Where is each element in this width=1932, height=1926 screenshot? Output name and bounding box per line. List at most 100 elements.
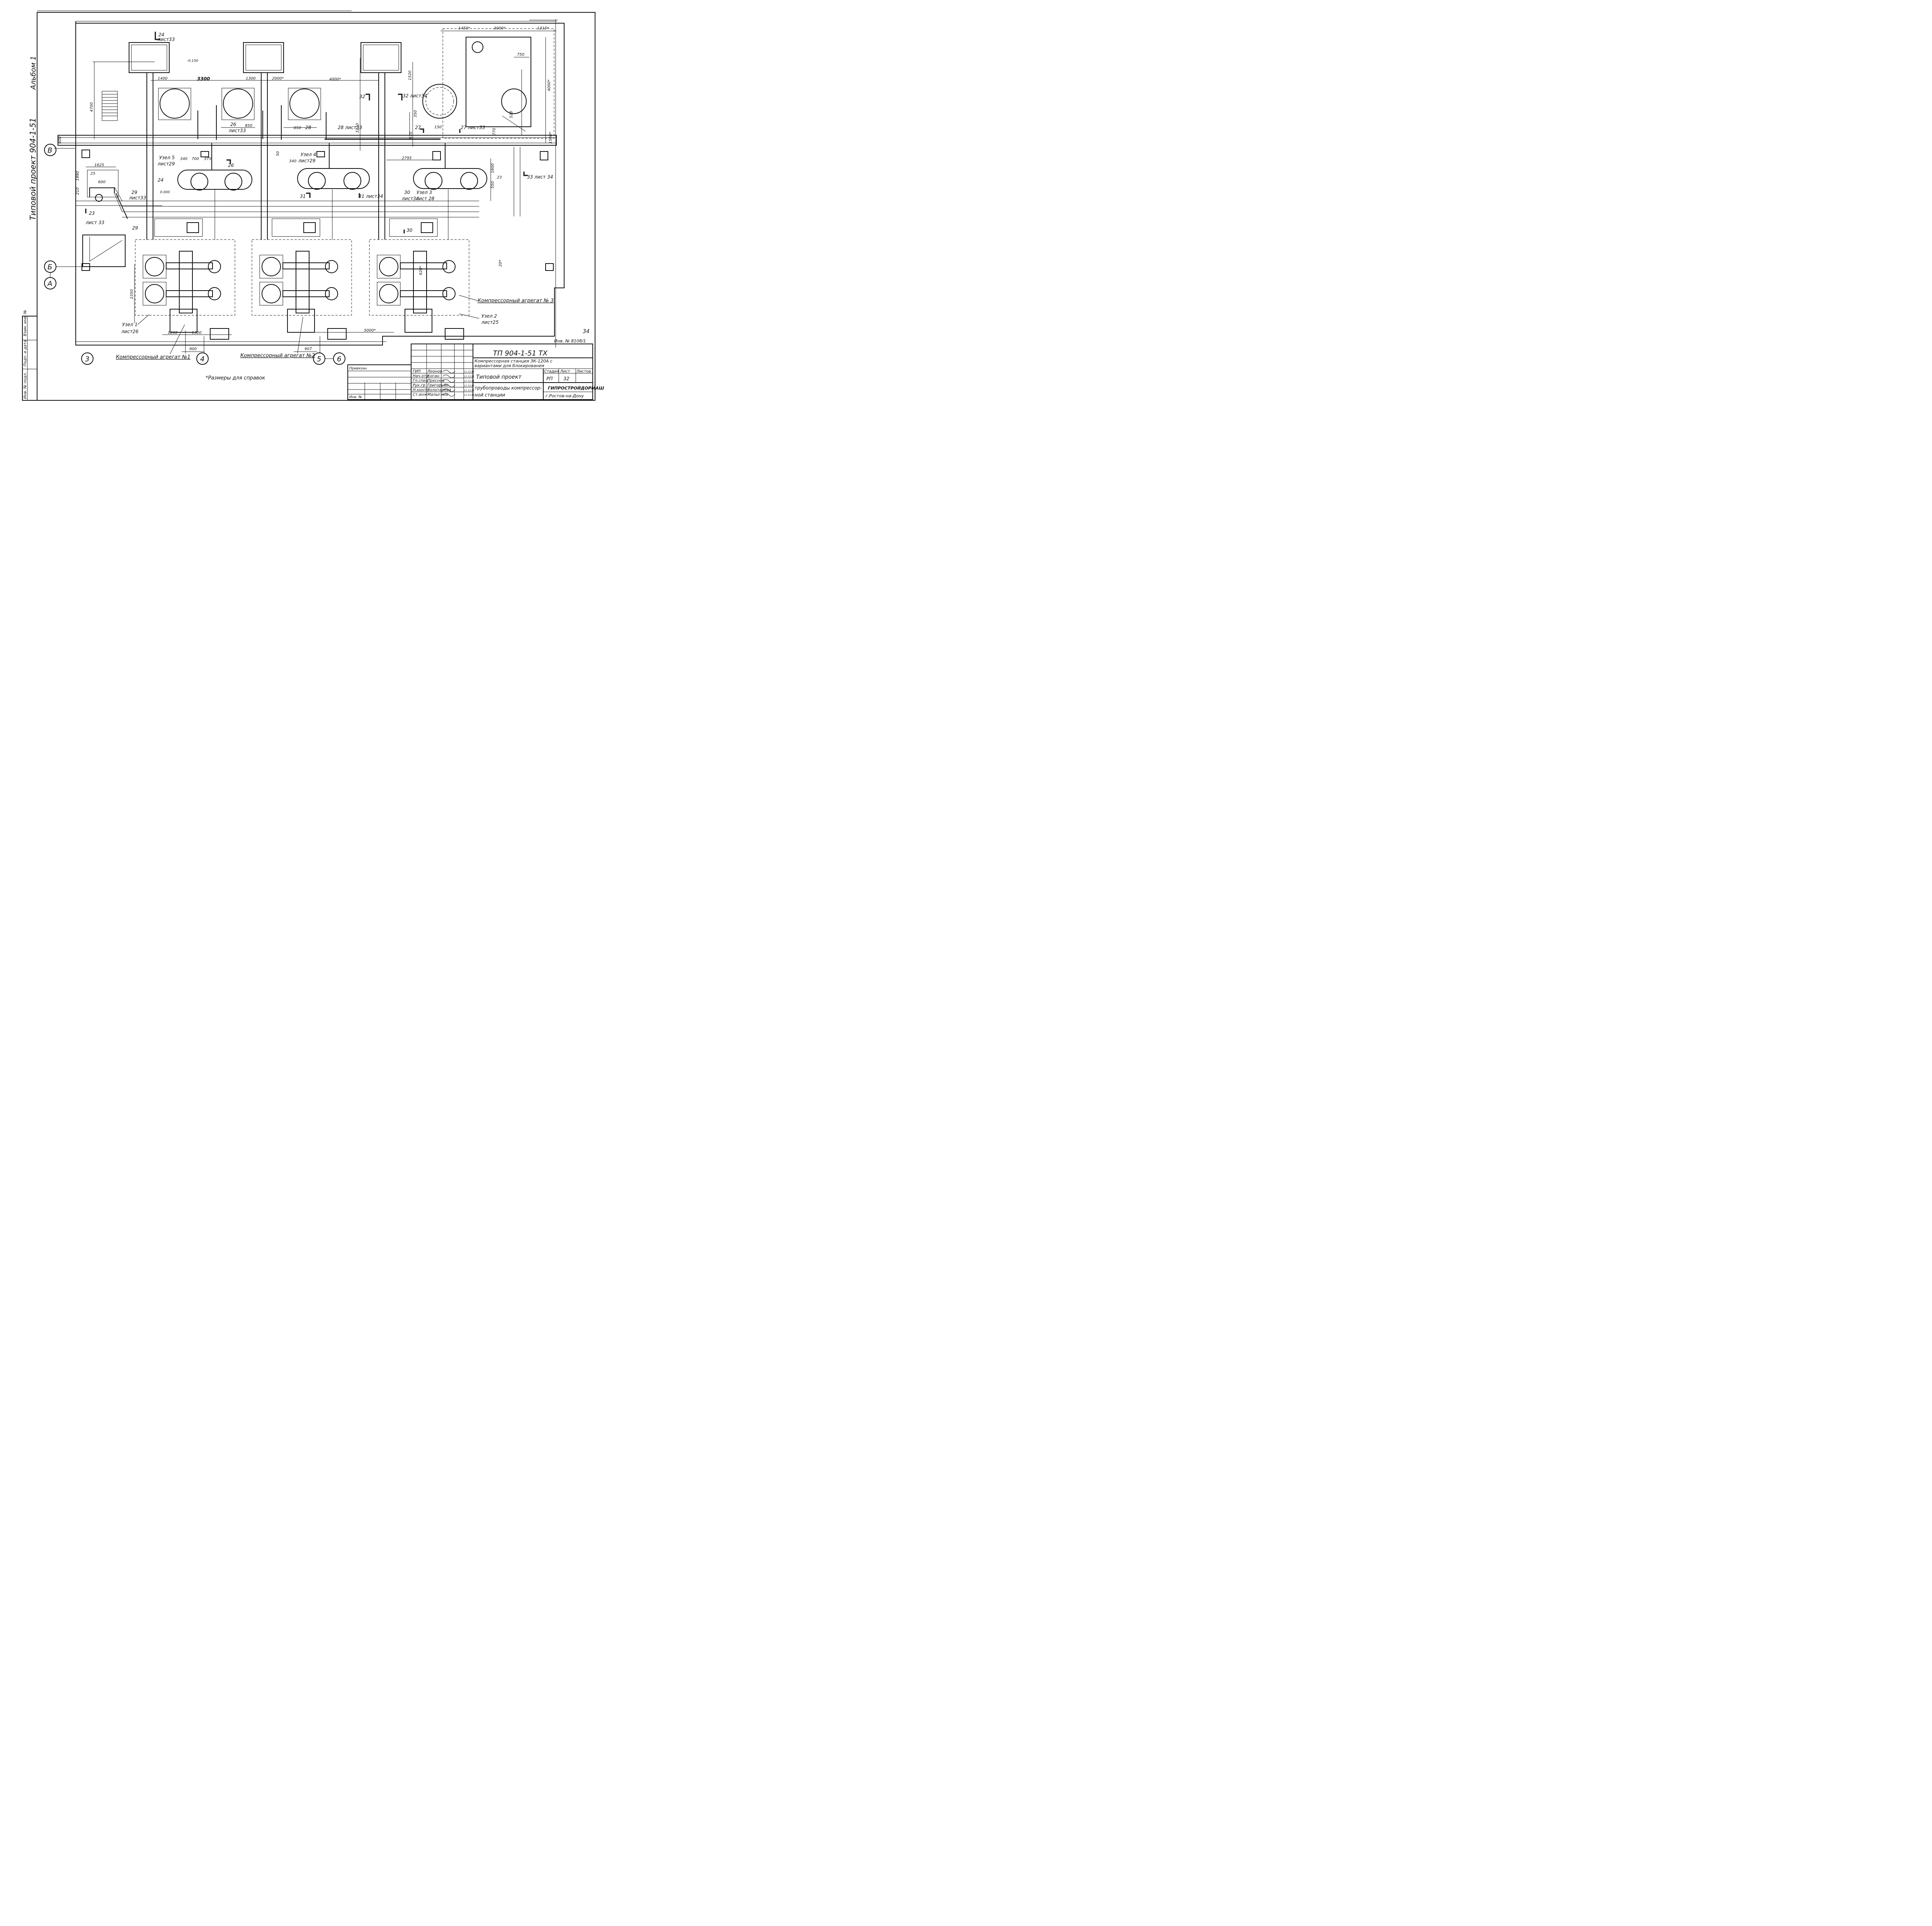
inventory-number: Инв. № 8108/1 [554,339,586,344]
svg-text:лист33: лист33 [228,128,246,133]
svg-text:1300: 1300 [246,77,255,81]
stamp-c2: Подп. и дата [23,340,27,366]
svg-text:850: 850 [245,124,252,128]
svg-text:1400: 1400 [158,77,167,81]
svg-text:50: 50 [276,151,280,156]
svg-text:Узел 2: Узел 2 [481,313,497,319]
svg-text:11.12.81: 11.12.81 [464,371,474,373]
svg-text:лист 33: лист 33 [85,220,104,225]
svg-text:Малыгина: Малыгина [427,393,448,397]
svg-text:27 лист33: 27 лист33 [461,125,485,130]
svg-text:26: 26 [230,122,236,127]
typical-label: Типовой проект [476,374,522,380]
org-name: ГИПРОСТРОЙДОРМАШ [548,386,604,391]
svg-text:520: 520 [509,111,514,118]
svg-text:23: 23 [497,175,502,180]
doc-code: ТП 904-1-51 ТХ [493,349,548,357]
svg-text:210: 210 [76,187,80,195]
svg-text:4700: 4700 [90,102,94,112]
axis-6: 6 [337,355,341,363]
svg-text:Григорьян: Григорьян [427,383,449,388]
dimension-lines [76,31,556,354]
svg-text:Узел 3: Узел 3 [417,190,432,195]
svg-text:3000*: 3000* [494,26,505,31]
svg-text:3300: 3300 [197,76,210,82]
svg-text:лист33: лист33 [157,37,175,42]
svg-text:28: 28 [305,125,311,130]
sheet-title-1: трубопроводы компрессор- [474,385,542,391]
svg-text:1315*: 1315* [537,26,549,31]
svg-text:20*: 20* [498,260,503,267]
svg-text:Привязан: Привязан [349,367,367,371]
svg-text:5000*: 5000* [364,328,376,333]
svg-text:23: 23 [89,211,95,216]
svg-text:29: 29 [132,225,138,231]
drawing: Взам. инв. № Подп. и дата Инв. № подл. А… [22,10,604,401]
svg-text:лист29: лист29 [157,161,175,167]
node-texts: Узел 5 лист29 Узел 4 лист29 Узел 3 лист … [121,152,498,334]
svg-text:Инв. №: Инв. № [349,395,362,399]
svg-text:Листов: Листов [576,369,591,374]
doc-desc-1: Компрессорная станция ЗК-120А с [474,359,553,364]
svg-text:Лист: Лист [560,369,571,374]
svg-text:1520: 1520 [408,71,412,80]
svg-text:лист26: лист26 [121,329,139,334]
svg-text:1500*: 1500* [549,132,553,144]
svg-text:Гл.спец: Гл.спец [413,379,428,383]
project-label: Типовой проект 904-1-51 [28,118,37,220]
svg-text:лист25: лист25 [481,320,498,325]
sheet-number: 34 [583,328,590,335]
svg-text:11.12.81: 11.12.81 [464,375,474,378]
svg-text:Узел 1: Узел 1 [122,322,138,327]
svg-text:30: 30 [404,190,410,195]
svg-text:900: 900 [189,347,197,351]
svg-text:1300: 1300 [192,331,201,335]
section-marks [85,32,528,233]
doc-desc-2: вариантами для блокирования [474,363,544,368]
svg-text:1625: 1625 [94,163,104,167]
svg-text:лист29: лист29 [298,158,315,163]
svg-text:РП: РП [546,376,553,381]
svg-text:150: 150 [434,125,442,129]
svg-text:4000*: 4000* [329,77,341,82]
svg-text:350: 350 [413,110,418,117]
sheet-title-2: ной станции [474,392,505,398]
svg-text:Нач.отд: Нач.отд [413,374,429,378]
side-stamp: Взам. инв. № Подп. и дата Инв. № подл. [22,310,37,401]
svg-text:24: 24 [158,32,164,37]
svg-text:32: 32 [359,94,365,99]
svg-text:Узел 4: Узел 4 [301,152,316,157]
svg-text:1200: 1200 [168,331,177,335]
axis-5: 5 [317,355,321,363]
axis-4: 4 [200,355,204,363]
svg-text:0.000: 0.000 [160,191,170,194]
svg-text:33 лист 34: 33 лист 34 [527,174,553,180]
svg-text:Рук.гр: Рук.гр [413,383,425,388]
dimension-texts: 1450* 3000* 1315* 750 4000* 520 1500* 15… [58,26,553,351]
svg-text:750: 750 [517,53,524,57]
svg-text:Компрессорный агрегат №2: Компрессорный агрегат №2 [240,353,315,359]
svg-text:400: 400 [58,136,62,144]
svg-text:30: 30 [406,228,413,233]
svg-text:850: 850 [294,126,301,130]
svg-text:Компрессорный агрегат № 3: Компрессорный агрегат № 3 [478,298,554,304]
title-block: ТП 904-1-51 ТХ Компрессорная станция ЗК-… [347,344,604,400]
svg-text:1990: 1990 [76,171,80,181]
svg-text:32: 32 [563,376,569,381]
svg-text:25: 25 [90,172,95,176]
svg-text:770: 770 [492,128,497,135]
svg-text:Н.контр: Н.контр [413,388,429,392]
svg-text:Стадия: Стадия [544,369,559,374]
svg-text:26: 26 [228,163,234,168]
svg-text:700: 700 [192,157,199,161]
compressor-group-1 [129,42,255,340]
svg-text:2000*: 2000* [272,77,284,81]
svg-text:31 лист34: 31 лист34 [359,194,383,199]
svg-text:11.12.81: 11.12.81 [464,389,474,392]
svg-text:11.12.81: 11.12.81 [464,385,474,387]
svg-text:Преснов: Преснов [427,379,444,383]
svg-text:11.12.81: 11.12.81 [464,380,474,383]
compressor-group-2 [243,42,370,340]
svg-text:31: 31 [300,194,306,199]
svg-text:11.12.81: 11.12.81 [464,394,474,396]
